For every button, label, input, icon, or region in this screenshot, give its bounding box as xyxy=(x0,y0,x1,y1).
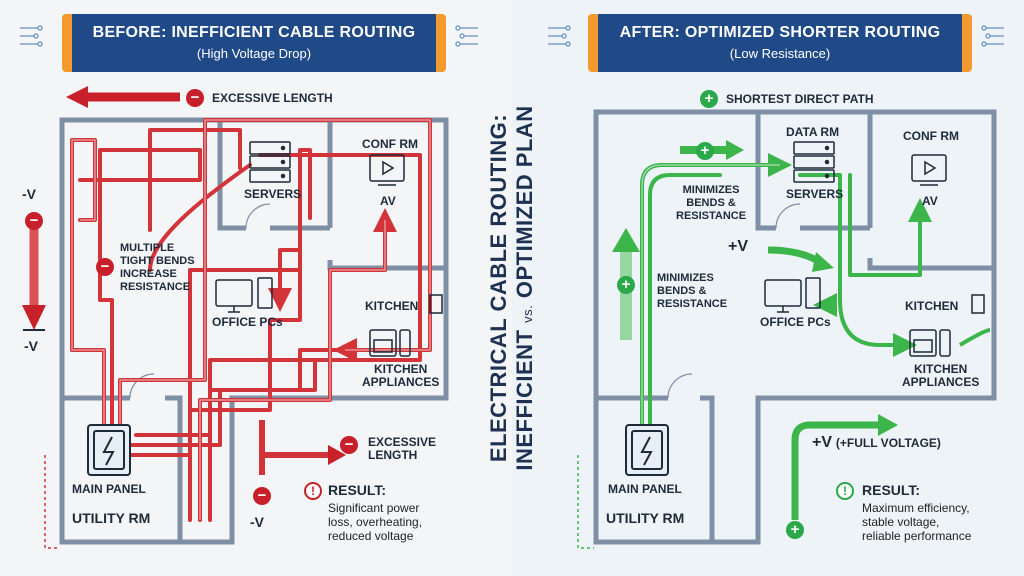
after-office-pcs-label: OFFICE PCs xyxy=(760,315,831,329)
after-shortest-path-label: SHORTEST DIRECT PATH xyxy=(726,92,874,106)
after-av-label: AV xyxy=(922,194,938,208)
after-plus-v-full-label: +V (+FULL VOLTAGE) xyxy=(812,434,941,451)
after-up-arrow xyxy=(612,228,640,340)
after-banner: AFTER: OPTIMIZED SHORTER ROUTING (Low Re… xyxy=(588,14,972,72)
after-result-text: Maximum efficiency, stable voltage, reli… xyxy=(862,501,972,543)
tv-icon xyxy=(369,154,405,186)
before-excessive-length-top: EXCESSIVE LENGTH xyxy=(212,91,333,105)
lightning-icon xyxy=(625,424,669,476)
before-result-label: RESULT: xyxy=(328,482,387,498)
minus-icon: − xyxy=(186,89,204,107)
after-subtitle: (Low Resistance) xyxy=(729,46,831,61)
before-bends-label: MULTIPLE TIGHT BENDS INCREASE RESISTANCE xyxy=(120,242,195,293)
minus-icon: − xyxy=(25,212,43,230)
tv-icon xyxy=(911,154,947,186)
plus-icon: + xyxy=(786,521,804,539)
before-voltage-drop-arrow xyxy=(22,222,46,331)
before-subtitle: (High Voltage Drop) xyxy=(196,46,312,61)
after-result-label: RESULT: xyxy=(862,482,921,498)
oven-icon xyxy=(909,294,985,357)
after-data-rm-label: DATA RM xyxy=(786,125,840,139)
plus-icon: + xyxy=(617,276,635,294)
lightning-icon xyxy=(87,424,131,476)
minus-icon: − xyxy=(253,487,271,505)
before-av-label: AV xyxy=(380,194,396,208)
monitor-icon xyxy=(215,277,273,313)
after-title: AFTER: OPTIMIZED SHORTER ROUTING xyxy=(619,24,941,41)
after-minimizes-label-b: MINIMIZES BENDS & RESISTANCE xyxy=(657,272,728,310)
after-plus-v-arrow xyxy=(767,246,834,272)
vertical-title-line2: INEFFICIENT vs. OPTIMIZED PLAN xyxy=(512,105,537,471)
server-icon xyxy=(249,141,291,183)
after-full-voltage-arrow xyxy=(791,414,898,520)
before-excessive-length-bottom: EXCESSIVE LENGTH xyxy=(368,435,437,462)
after-minimizes-label-a: MINIMIZES BENDS & RESISTANCE xyxy=(676,184,747,222)
after-utility-rm-label: UTILITY RM xyxy=(606,510,685,526)
before-excessive-arrow xyxy=(66,86,180,108)
after-servers-label: SERVERS xyxy=(786,187,844,201)
before-walls xyxy=(59,117,449,545)
before-conf-rm-label: CONF RM xyxy=(362,137,418,151)
after-conf-rm-label: CONF RM xyxy=(903,129,959,143)
before-banner: BEFORE: INEFFICIENT CABLE ROUTING (High … xyxy=(62,14,446,72)
oven-icon xyxy=(369,294,443,357)
plus-icon: + xyxy=(700,90,718,108)
before-result-text: Significant power loss, overheating, red… xyxy=(328,501,423,543)
warning-icon: ! xyxy=(836,482,854,500)
after-kitchen-label: KITCHEN xyxy=(905,299,959,313)
center-vertical-title: ELECTRICAL CABLE ROUTING: INEFFICIENT vs… xyxy=(486,105,538,470)
before-minus-v-result: -V xyxy=(250,514,264,530)
after-main-panel-label: MAIN PANEL xyxy=(608,482,682,496)
before-minus-v-top: -V xyxy=(22,186,36,202)
before-kitchen-appliances-label: KITCHEN APPLIANCES xyxy=(362,362,440,389)
before-office-pcs-label: OFFICE PCs xyxy=(212,315,283,329)
before-main-panel-label: MAIN PANEL xyxy=(72,482,146,496)
before-servers-label: SERVERS xyxy=(244,187,302,201)
after-kitchen-appliances-label: KITCHEN APPLIANCES xyxy=(902,362,980,389)
before-kitchen-label: KITCHEN xyxy=(365,299,419,313)
minus-icon: − xyxy=(96,258,114,276)
warning-icon: ! xyxy=(304,482,322,500)
vertical-title-line1: ELECTRICAL CABLE ROUTING: xyxy=(486,113,511,463)
plus-icon: + xyxy=(696,142,714,160)
monitor-icon xyxy=(764,277,821,313)
before-utility-rm-label: UTILITY RM xyxy=(72,510,151,526)
after-walls xyxy=(593,109,997,545)
before-title: BEFORE: INEFFICIENT CABLE ROUTING xyxy=(92,24,416,41)
before-voltage-drop-arrow-bottom xyxy=(259,420,346,475)
circuit-icon xyxy=(20,25,1004,47)
before-minus-v-bottom: -V xyxy=(24,338,38,354)
server-icon xyxy=(793,141,835,183)
minus-icon: − xyxy=(340,436,358,454)
after-plus-v-label: +V xyxy=(728,238,749,255)
